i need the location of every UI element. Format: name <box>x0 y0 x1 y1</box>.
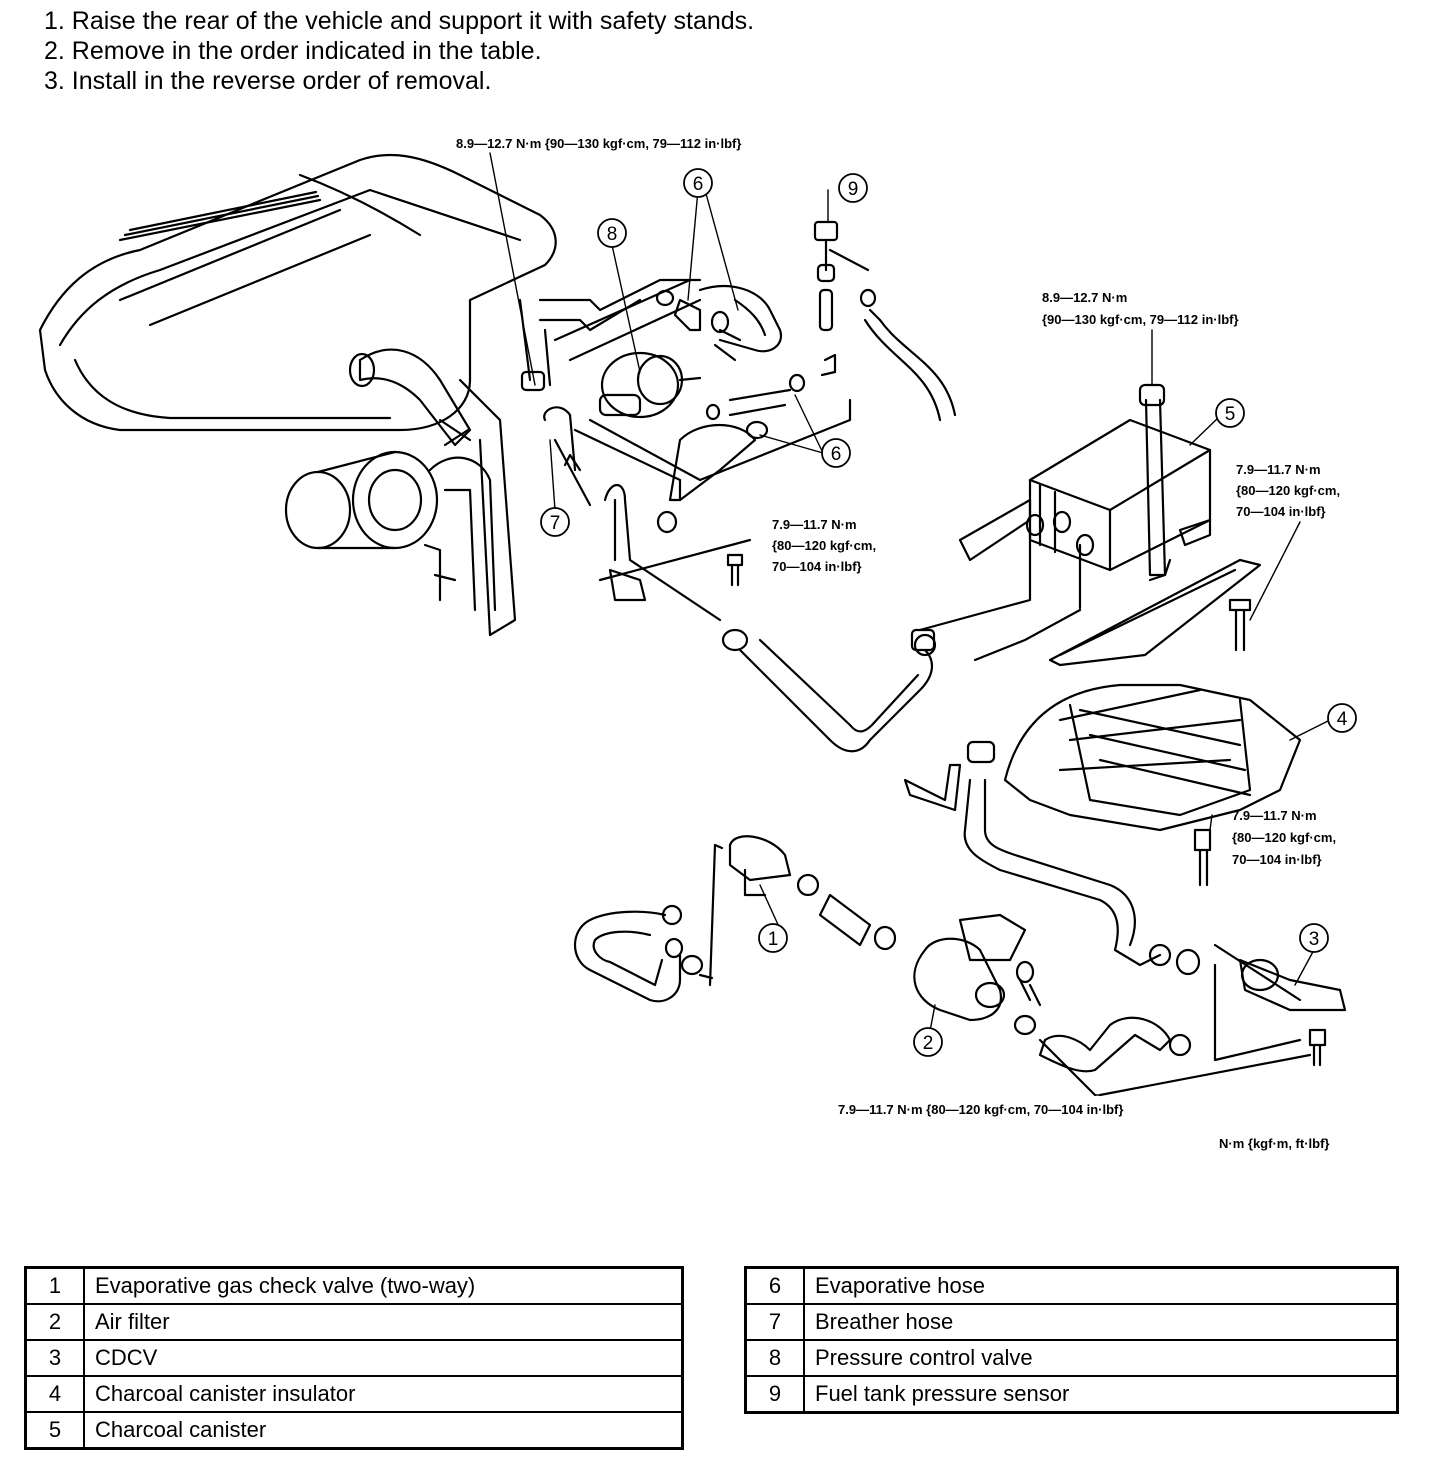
torque-bracket-line3: 70—104 in·lbf} <box>1236 504 1326 519</box>
part-number: 4 <box>24 1375 85 1413</box>
callout-6-bottom-circle <box>821 438 851 468</box>
callout-8-label: 8 <box>607 224 618 245</box>
torque-canister-line1: 8.9—12.7 N·m <box>1042 290 1127 305</box>
torque-bracket-line1: 7.9—11.7 N·m <box>1236 462 1321 477</box>
part-number: 3 <box>24 1339 85 1377</box>
callout-3-label: 3 <box>1309 929 1320 950</box>
part-name: Charcoal canister insulator <box>83 1375 684 1413</box>
torque-mid-left-line1: 7.9—11.7 N·m <box>772 517 857 532</box>
lower-assembly-drawing <box>574 740 1347 1097</box>
part-number: 5 <box>24 1411 85 1450</box>
part-name: Breather hose <box>803 1303 1399 1341</box>
table-row: 2 Air filter <box>24 1303 684 1341</box>
part-number: 2 <box>24 1303 85 1341</box>
charcoal-canister-drawing <box>918 383 1262 667</box>
table-row: 8 Pressure control valve <box>744 1339 1399 1377</box>
callout-circles <box>540 168 1357 1057</box>
callout-6-top-circle <box>683 168 713 198</box>
part-number: 9 <box>744 1375 805 1414</box>
callout-5-label: 5 <box>1225 404 1236 425</box>
torque-bottom: 7.9—11.7 N·m {80—120 kgf·cm, 70—104 in·l… <box>838 1102 1123 1117</box>
callout-6-top-label: 6 <box>693 174 704 195</box>
instruction-step-2: 2. Remove in the order indicated in the … <box>44 37 542 65</box>
callout-1-label: 1 <box>768 929 779 950</box>
torque-insulator-line2: {80—120 kgf·cm, <box>1232 830 1336 845</box>
part-name: Pressure control valve <box>803 1339 1399 1377</box>
part-number: 8 <box>744 1339 805 1377</box>
callout-3-circle <box>1299 923 1329 953</box>
callout-5-circle <box>1215 398 1245 428</box>
part-name: Evaporative hose <box>803 1266 1399 1305</box>
callout-9-label: 9 <box>848 179 859 200</box>
part-number: 6 <box>744 1266 805 1305</box>
parts-table-left: 1 Evaporative gas check valve (two-way) … <box>24 1266 684 1450</box>
part-name: CDCV <box>83 1339 684 1377</box>
callout-7-label: 7 <box>550 513 561 534</box>
callout-8-circle <box>597 218 627 248</box>
callout-4-circle <box>1327 703 1357 733</box>
torque-bracket-line2: {80—120 kgf·cm, <box>1236 483 1340 498</box>
leader-lines <box>489 152 1331 1096</box>
table-row: 7 Breather hose <box>744 1303 1399 1341</box>
part-number: 1 <box>24 1266 85 1305</box>
torque-mid-left-line2: {80—120 kgf·cm, <box>772 538 876 553</box>
table-row: 3 CDCV <box>24 1339 684 1377</box>
evap-system-diagram: 1 2 3 4 5 6 6 7 8 9 8.9—12.7 N·m {90—130… <box>38 136 1357 1151</box>
vent-lines-drawing <box>518 220 957 753</box>
torque-top-center: 8.9—12.7 N·m {90—130 kgf·cm, 79—112 in·l… <box>456 136 741 151</box>
parts-table-right: 6 Evaporative hose 7 Breather hose 8 Pre… <box>744 1266 1399 1414</box>
instruction-list: 1. Raise the rear of the vehicle and sup… <box>44 6 754 96</box>
callout-1-circle <box>758 923 788 953</box>
table-row: 9 Fuel tank pressure sensor <box>744 1375 1399 1414</box>
units-note: N·m {kgf·m, ft·lbf} <box>1219 1136 1330 1151</box>
instruction-step-3: 3. Install in the reverse order of remov… <box>44 67 492 95</box>
part-name: Charcoal canister <box>83 1411 684 1450</box>
instruction-step-1: 1. Raise the rear of the vehicle and sup… <box>44 7 755 35</box>
part-number: 7 <box>744 1303 805 1341</box>
callout-6-bottom-label: 6 <box>831 444 842 465</box>
fuel-tank-drawing <box>38 153 557 637</box>
torque-mid-left-line3: 70—104 in·lbf} <box>772 559 862 574</box>
torque-canister-line2: {90—130 kgf·cm, 79—112 in·lbf} <box>1042 312 1239 327</box>
callout-2-label: 2 <box>923 1033 934 1054</box>
callout-7-circle <box>540 507 570 537</box>
callout-9-circle <box>838 173 868 203</box>
callout-2-circle <box>913 1027 943 1057</box>
table-row: 6 Evaporative hose <box>744 1266 1399 1305</box>
torque-insulator-line1: 7.9—11.7 N·m <box>1232 808 1317 823</box>
callout-4-label: 4 <box>1337 709 1348 730</box>
part-name: Fuel tank pressure sensor <box>803 1375 1399 1414</box>
table-row: 4 Charcoal canister insulator <box>24 1375 684 1413</box>
part-name: Air filter <box>83 1303 684 1341</box>
table-row: 5 Charcoal canister <box>24 1411 684 1450</box>
torque-insulator-line3: 70—104 in·lbf} <box>1232 852 1322 867</box>
table-row: 1 Evaporative gas check valve (two-way) <box>24 1266 684 1305</box>
canister-insulator-drawing <box>1003 683 1302 887</box>
part-name: Evaporative gas check valve (two-way) <box>83 1266 684 1305</box>
